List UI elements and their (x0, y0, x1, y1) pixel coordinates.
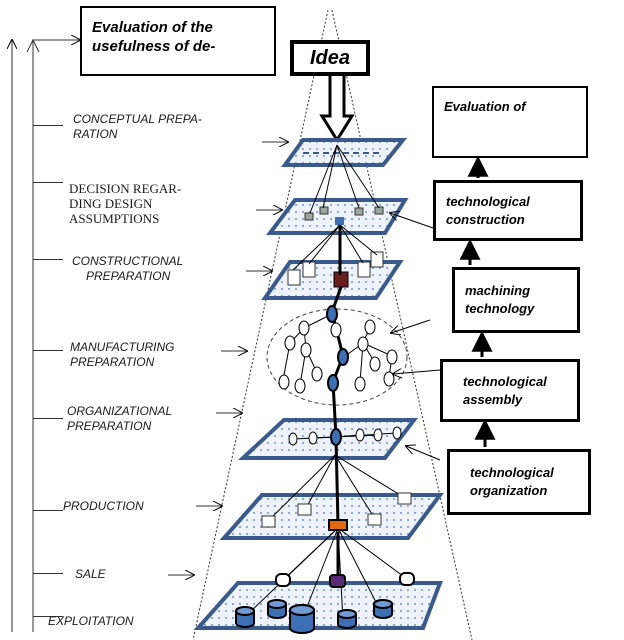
stage-production-label: PRODUCTION (63, 499, 144, 513)
left-axis-arrows (12, 40, 80, 632)
stage-manufacturing-label: MANUFACTURING PREPARATION (70, 340, 175, 369)
evaluation-usefulness-line2: usefulness of de- (92, 38, 216, 55)
idea-box: Idea (290, 40, 370, 76)
stage-organizational-label: ORGANIZATIONAL PREPARATION (67, 404, 173, 433)
spine-nodes (326, 305, 349, 446)
exploitation-items (235, 572, 415, 634)
technological-assembly-box: technological assembly (440, 359, 580, 422)
tick-line (33, 182, 63, 183)
tick-line (33, 259, 63, 260)
dotted-cone (192, 9, 473, 640)
manufacturing-nodes (278, 319, 398, 394)
organizational-nodes (288, 426, 402, 446)
tick-line (33, 510, 63, 511)
right-arrows (390, 213, 441, 461)
evaluation-usefulness-line1: Evaluation of the (92, 19, 213, 36)
tick-line (33, 573, 63, 574)
stage-sale-label: SALE (75, 567, 106, 581)
stage-conceptual-label: CONCEPTUAL PREPA- RATION (73, 112, 202, 141)
idea-arrow (319, 76, 355, 143)
stage-arrows (168, 142, 288, 575)
tick-line (33, 350, 63, 351)
right-chain-arrows (459, 155, 496, 447)
plane-exploitation (193, 581, 443, 630)
plane-conceptual (281, 138, 408, 167)
machining-technology-box: machining technology (452, 267, 580, 333)
tick-line (33, 418, 63, 419)
technological-organization-box: technological organization (447, 449, 591, 515)
stage-constructional-label: CONSTRUCTIONAL PREPARATION (72, 254, 184, 283)
evaluation-of-box: Evaluation of (432, 86, 588, 158)
plane-constructional (261, 251, 404, 300)
plane-design-assumptions (265, 198, 409, 235)
technological-construction-box: technological construction (433, 180, 583, 241)
evaluation-usefulness-box: Evaluation of the usefulness of de- (80, 6, 276, 76)
plane-production (219, 493, 444, 540)
tick-line (33, 125, 63, 126)
stage-exploitation-label: EXPLOITATION (48, 614, 134, 628)
plane-organizational (237, 418, 419, 460)
stage-design-assumptions-label: DECISION REGAR- DING DESIGN ASSUMPTIONS (69, 181, 182, 226)
tick-line (33, 616, 63, 617)
production-items (261, 492, 412, 531)
